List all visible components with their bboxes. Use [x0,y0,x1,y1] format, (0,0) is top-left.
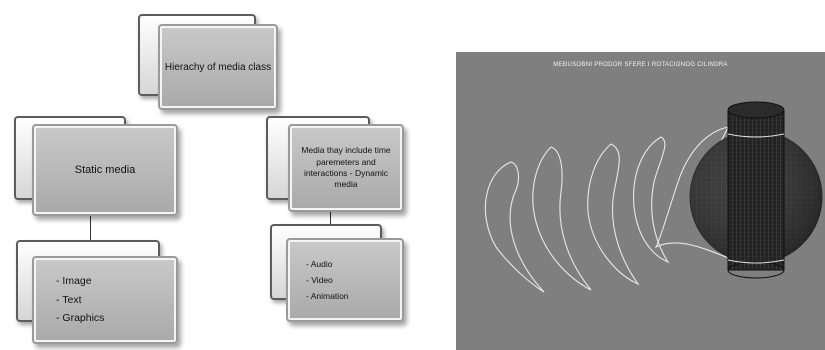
cylinder-intersection-curves [727,133,785,264]
root-node-label: Hierachy of media class [164,61,272,73]
list-item-audio: - Audio [306,258,333,269]
dynamic-media-node-front: Media thay include time paremeters and i… [288,124,404,212]
intersection-curve-3 [587,143,640,286]
list-item-video: - Video [306,274,333,285]
connector-static-to-list [90,212,91,250]
static-media-label: Static media [74,164,136,176]
static-list-node-front: - Image - Text - Graphics [32,256,178,344]
intersection-curve-4 [633,136,670,264]
static-list: - Image - Text - Graphics [56,272,104,327]
dynamic-list: - Audio - Video - Animation [306,256,349,304]
connector-dynamic-to-list [330,206,331,234]
render-title: MEĐUSOBNI PRODOR SFERE I ROTACIONOG CILI… [553,62,728,68]
intersection-render: MEĐUSOBNI PRODOR SFERE I ROTACIONOG CILI… [456,52,825,350]
list-item-graphics: - Graphics [56,312,105,325]
dynamic-list-node-front: - Audio - Video - Animation [286,238,404,322]
intersection-curves [484,126,729,293]
intersection-curve-2 [532,146,592,291]
list-item-animation: - Animation [306,291,349,302]
list-item-text: - Text [56,293,82,306]
render-canvas [484,101,823,293]
root-node-front: Hierachy of media class [158,24,278,110]
intersection-curve-1 [484,161,545,293]
cylinder [727,101,785,279]
static-media-node-front: Static media [32,124,178,216]
dynamic-media-label: Media thay include time paremeters and i… [301,145,391,190]
list-item-image: - Image [56,275,92,288]
